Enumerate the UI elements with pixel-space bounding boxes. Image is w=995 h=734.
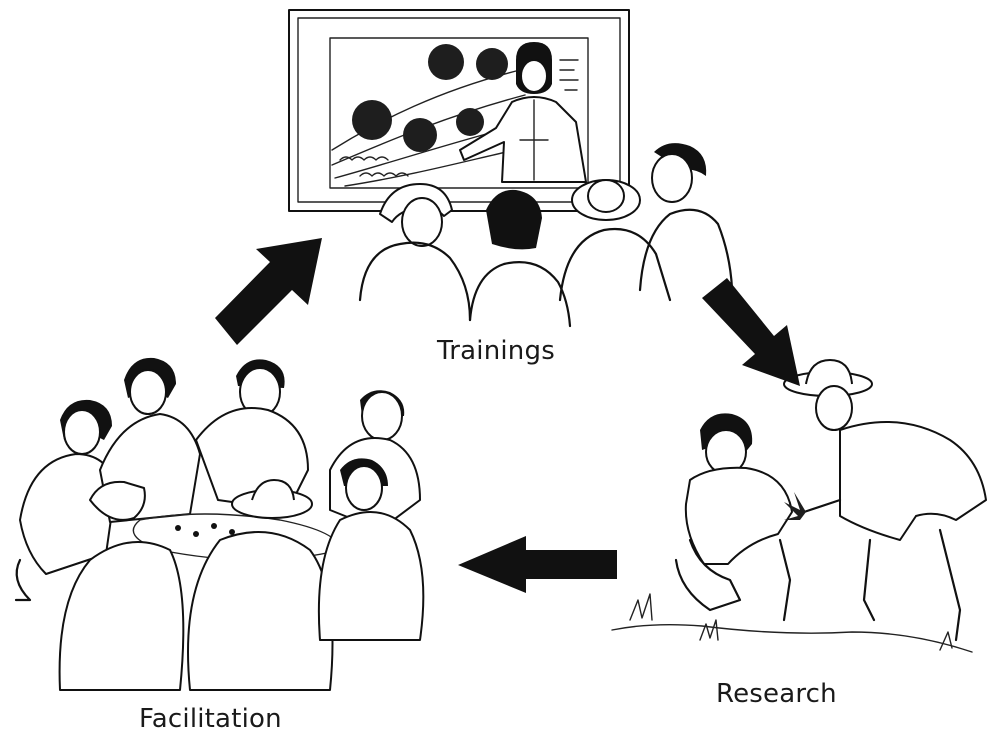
field-research-illustration <box>611 359 987 653</box>
seedling <box>784 492 806 520</box>
presenter-figure <box>459 42 587 183</box>
front-left-cap <box>89 480 146 521</box>
trainings-label: Trainings <box>437 336 555 366</box>
facilitation-label: Facilitation <box>139 704 282 734</box>
researcher-hat-crown <box>805 359 853 385</box>
classroom-training-illustration <box>288 9 734 328</box>
researcher-right-head <box>815 385 853 431</box>
training-board-inner-frame <box>297 17 621 203</box>
research-label: Research <box>716 679 837 709</box>
researcher-right-body <box>839 421 987 541</box>
arrow-trainings-to-research <box>702 278 800 386</box>
arrow-facilitation-to-trainings <box>215 238 322 345</box>
research-ground <box>611 623 973 653</box>
training-poster <box>329 37 589 189</box>
poster-field-sketch <box>331 44 579 187</box>
arrow-research-to-facilitation <box>458 536 617 593</box>
researcher-left-body <box>684 466 793 565</box>
training-audience <box>358 143 734 328</box>
group-facilitation-illustration <box>14 357 425 691</box>
